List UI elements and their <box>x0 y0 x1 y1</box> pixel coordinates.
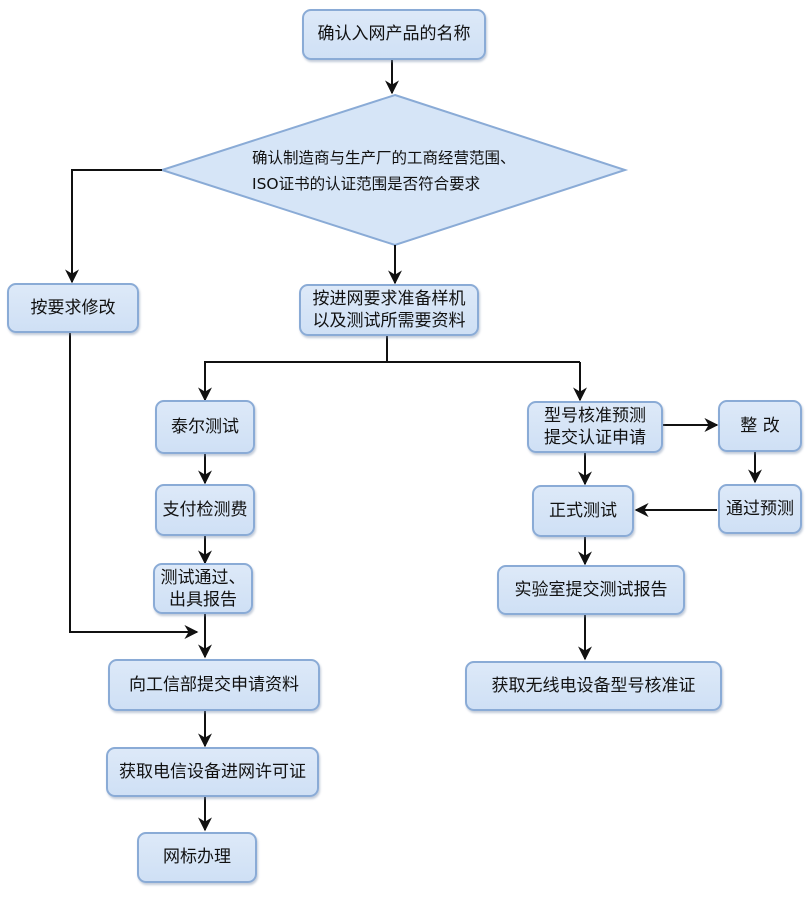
node-submit-to-miit: 向工信部提交申请资料 <box>108 659 320 711</box>
node-lab-submit-report: 实验室提交测试报告 <box>497 565 685 615</box>
node-test-pass-report: 测试通过、 出具报告 <box>153 563 253 614</box>
node-decision-text: 确认制造商与生产厂的工商经营范围、 ISO证书的认证范围是否符合要求 <box>252 149 516 193</box>
node-prepare-samples: 按进网要求准备样机 以及测试所需要资料 <box>299 284 479 336</box>
node-get-telecom-license: 获取电信设备进网许可证 <box>106 747 319 797</box>
node-pass-pretest: 通过预测 <box>718 484 802 534</box>
node-confirm-product-name: 确认入网产品的名称 <box>302 9 486 60</box>
node-pay-test-fee: 支付检测费 <box>155 484 255 536</box>
node-rectify: 整 改 <box>718 400 802 452</box>
node-get-radio-approval: 获取无线电设备型号核准证 <box>465 661 722 711</box>
arrow-modify-to-submit <box>69 333 199 639</box>
node-network-label: 网标办理 <box>137 832 257 883</box>
node-type-approval-pretest: 型号核准预测 提交认证申请 <box>527 401 663 453</box>
node-modify-as-required: 按要求修改 <box>7 283 139 333</box>
arrow-branch-to-tell <box>198 361 580 402</box>
arrow-decision-to-modify <box>65 169 162 284</box>
node-tell-test: 泰尔测试 <box>155 400 255 454</box>
node-formal-test: 正式测试 <box>532 485 634 537</box>
